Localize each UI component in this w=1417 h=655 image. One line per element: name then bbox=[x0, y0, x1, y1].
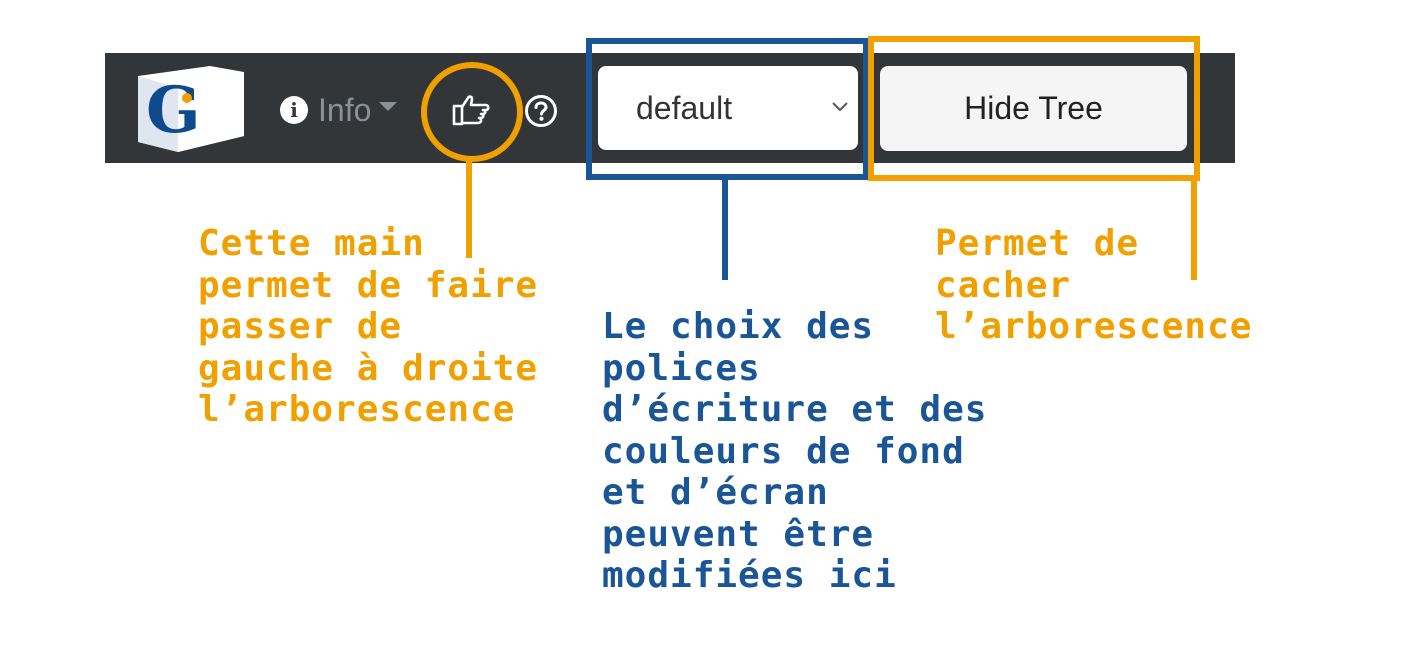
annotation-line: gauche à droite bbox=[198, 347, 539, 389]
info-circle-icon: i bbox=[280, 96, 308, 124]
hand-annotation: Cette main permet de faire passer de gau… bbox=[198, 223, 538, 431]
app-logo[interactable]: G bbox=[138, 66, 244, 152]
select-annotation: Le choix des polices d’écriture et des c… bbox=[602, 306, 987, 597]
annotation-line: l’arborescence bbox=[935, 306, 1253, 347]
hide-tree-highlight-frame bbox=[868, 36, 1200, 181]
select-connector-line bbox=[722, 178, 728, 280]
hand-highlight-circle bbox=[421, 62, 523, 162]
annotation-line: modifiées ici bbox=[602, 555, 897, 596]
hide-tree-button[interactable]: Hide Tree bbox=[880, 66, 1187, 151]
tree-connector-line bbox=[1191, 178, 1197, 280]
hide-tree-label: Hide Tree bbox=[964, 90, 1103, 126]
annotation-line: l’arborescence bbox=[198, 389, 516, 430]
annotation-line: Le choix des bbox=[602, 306, 875, 347]
annotation-line: cacher bbox=[935, 264, 1072, 306]
info-menu-label: Info bbox=[318, 91, 372, 128]
tree-annotation: Permet de cacher l’arborescence bbox=[935, 223, 1252, 348]
font-theme-select[interactable]: default bbox=[598, 66, 858, 150]
caret-down-icon bbox=[379, 101, 398, 111]
info-menu[interactable]: i Info bbox=[280, 88, 398, 132]
annotation-line: polices bbox=[602, 347, 761, 389]
annotation-line: passer de bbox=[198, 306, 403, 347]
annotation-line: peuvent être bbox=[602, 513, 875, 555]
font-select-value: default bbox=[636, 89, 733, 126]
annotation-line: Permet de bbox=[935, 223, 1140, 264]
annotation-line: couleurs de fond bbox=[602, 430, 965, 472]
hand-connector-line bbox=[466, 160, 472, 258]
chevron-down-icon bbox=[832, 102, 848, 112]
select-highlight-frame bbox=[586, 38, 869, 180]
question-circle-icon[interactable] bbox=[524, 94, 558, 128]
annotation-line: permet de faire bbox=[198, 264, 539, 306]
annotation-line: Cette main bbox=[198, 223, 425, 264]
logo-letter: G bbox=[146, 73, 201, 148]
annotation-line: d’écriture et des bbox=[602, 389, 988, 430]
annotation-line: et d’écran bbox=[602, 472, 829, 513]
